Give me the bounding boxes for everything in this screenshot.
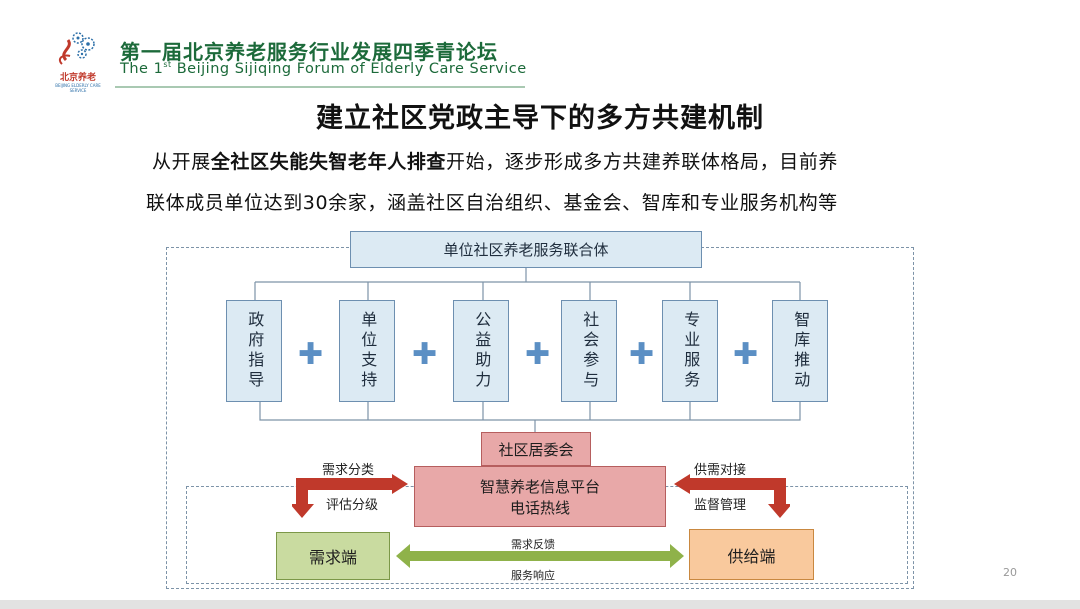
member-box-society: 社会参与	[561, 300, 617, 402]
member-box-charity: 公益助力	[453, 300, 509, 402]
forum-title-en-before: The 1	[120, 60, 164, 77]
member-box-thinktank: 智库推动	[772, 300, 828, 402]
demand-side-box: 需求端	[276, 532, 390, 580]
forum-logo: 北京养老 BEIJING ELDERLY CARE SERVICE	[48, 30, 108, 93]
body-line-1-after: 开始，逐步形成多方共建养联体格局，目前养	[446, 151, 839, 173]
label-supply-matching: 供需对接	[694, 463, 747, 478]
platform-line-1: 智慧养老信息平台	[479, 477, 600, 496]
plus-icon: ✚	[298, 337, 324, 372]
member-box-unit: 单位支持	[339, 300, 395, 402]
double-arrow-icon	[396, 544, 684, 568]
bottom-bar	[0, 600, 1080, 609]
platform-line-2: 电话热线	[509, 498, 570, 517]
top-box-alliance: 单位社区养老服务联合体	[350, 231, 702, 268]
member-box-professional: 专业服务	[662, 300, 718, 402]
logo-subtext: BEIJING ELDERLY CARE SERVICE	[55, 83, 101, 93]
community-committee-box: 社区居委会	[481, 432, 591, 466]
supply-side-box: 供给端	[689, 529, 814, 580]
right-red-arrow-icon	[674, 474, 790, 518]
smart-platform-box: 智慧养老信息平台 电话热线	[414, 466, 666, 527]
left-red-arrow-icon	[292, 474, 408, 518]
member-box-government: 政府指导	[226, 300, 282, 402]
plus-icon: ✚	[629, 337, 655, 372]
forum-title-en-sup: st	[163, 60, 172, 69]
forum-title-cn: 第一届北京养老服务行业发展四季青论坛	[120, 40, 498, 64]
plus-icon: ✚	[733, 337, 759, 372]
plus-icon: ✚	[412, 337, 438, 372]
body-line-1: 从开展全社区失能失智老年人排查开始，逐步形成多方共建养联体格局，目前养	[152, 147, 838, 174]
label-supervision: 监督管理	[694, 498, 747, 513]
plus-icon: ✚	[525, 337, 551, 372]
label-service-response: 服务响应	[511, 569, 555, 582]
label-demand-feedback: 需求反馈	[511, 538, 555, 551]
body-line-1-before: 从开展	[152, 151, 211, 173]
header-rule	[115, 86, 525, 88]
forum-title-en-after: Beijing Sijiqing Forum of Elderly Care S…	[171, 60, 527, 77]
logo-text: 北京养老	[59, 73, 96, 83]
slide-title: 建立社区党政主导下的多方共建机制	[316, 103, 764, 134]
forum-title-en: The 1st Beijing Sijiqing Forum of Elderl…	[120, 60, 527, 77]
body-line-1-bold: 全社区失能失智老年人排查	[210, 151, 447, 173]
label-assessment-grading: 评估分级	[326, 498, 379, 513]
body-line-2: 联体成员单位达到30余家，涵盖社区自治组织、基金会、智库和专业服务机构等	[146, 192, 838, 214]
page-number: 20	[1003, 566, 1017, 579]
label-demand-classification: 需求分类	[322, 463, 375, 478]
flower-logo-icon	[58, 32, 95, 65]
